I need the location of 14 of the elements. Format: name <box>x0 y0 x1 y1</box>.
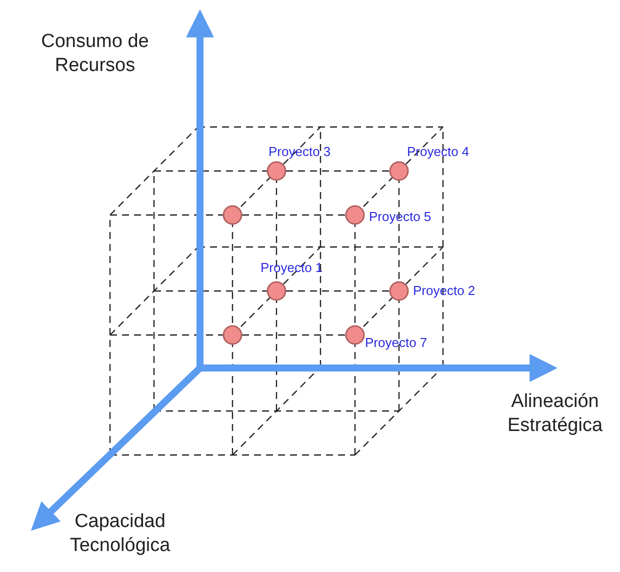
point-label: Proyecto 7 <box>365 335 428 350</box>
point-label: Proyecto 3 <box>268 144 331 159</box>
axis-label: Capacidad Tecnológica <box>68 510 172 558</box>
data-point <box>389 281 409 301</box>
data-point <box>222 205 242 225</box>
point-label: Proyecto 5 <box>369 209 432 224</box>
axis-label: Alineación Estratégica <box>506 390 604 438</box>
data-point <box>222 325 242 345</box>
data-point <box>266 281 286 301</box>
axis-label: Consumo de Recursos <box>40 30 150 78</box>
data-point <box>266 161 286 181</box>
data-point <box>389 161 409 181</box>
data-point <box>345 325 365 345</box>
data-point <box>345 205 365 225</box>
